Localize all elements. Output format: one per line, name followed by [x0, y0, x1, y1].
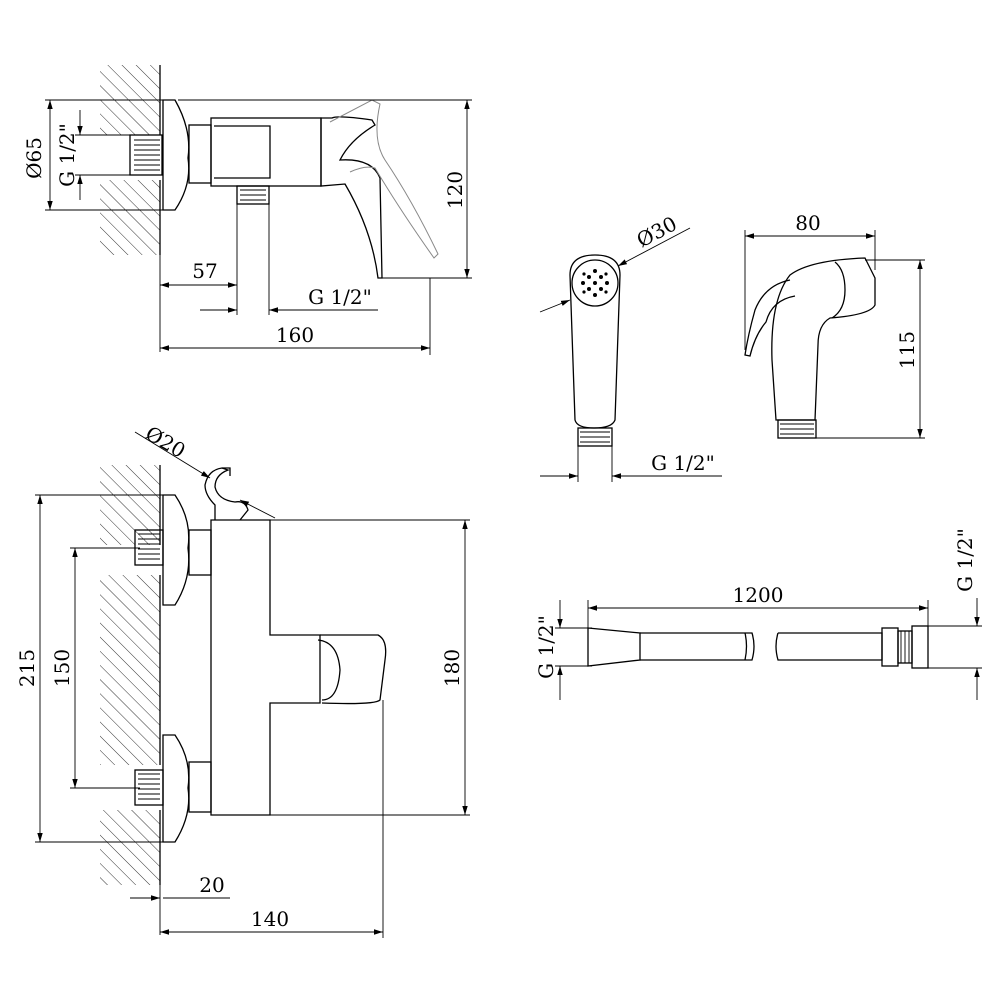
- shower-thread: [577, 427, 613, 447]
- hand-shower-side-view: 80 115: [744, 211, 925, 439]
- dim-hose-length-1200: 1200: [587, 583, 929, 628]
- outlet-thread: [236, 185, 270, 205]
- lever-open-position: [329, 99, 439, 259]
- label-hose-length: 1200: [733, 583, 784, 607]
- hose-left-segment: [640, 632, 755, 661]
- dim-wall-gap-20: 20: [130, 873, 230, 935]
- front-handle: [320, 634, 387, 705]
- label-shower-thread: G 1/2": [651, 451, 715, 475]
- label-diameter-20: Ø20: [141, 421, 189, 463]
- label-height-120: 120: [443, 171, 467, 209]
- dim-outlet-thread: G 1/2": [200, 186, 378, 315]
- side-thread: [777, 419, 817, 439]
- inlet-thread: [129, 134, 163, 176]
- dim-depth-160: 160: [160, 278, 431, 355]
- hose-view: 1200 G 1/2" G 1/2": [534, 528, 982, 700]
- shower-head-body: [569, 254, 621, 429]
- dim-hose-thread-left: G 1/2": [534, 600, 592, 700]
- label-diameter-30: Ø30: [633, 211, 681, 252]
- trigger: [744, 279, 796, 357]
- dim-offset-57: 57: [159, 186, 238, 352]
- dim-body-height-180: 180: [270, 519, 470, 816]
- dim-diameter-65: Ø65: [22, 99, 165, 211]
- label-total-height-215: 215: [15, 649, 39, 687]
- label-depth-160: 160: [276, 323, 314, 347]
- mixer-body: [210, 117, 322, 187]
- label-depth-140: 140: [251, 907, 289, 931]
- label-body-height-180: 180: [440, 649, 464, 687]
- dim-height-120: 120: [178, 99, 472, 279]
- dim-depth-140: 140: [160, 700, 384, 938]
- mixer-front-view: Ø20 215 150 180 20: [15, 421, 470, 938]
- shower-side-body: [771, 257, 876, 421]
- dim-hose-thread-right: G 1/2": [928, 528, 982, 700]
- label-height-115: 115: [895, 331, 919, 369]
- hose-cone-fitting: [587, 627, 641, 667]
- hose-right-segment: [775, 632, 883, 661]
- flange: [162, 99, 190, 211]
- label-outlet-thread: G 1/2": [308, 285, 372, 309]
- dim-height-115: 115: [816, 259, 925, 439]
- dim-inlet-spacing-150: 150: [50, 547, 140, 789]
- wall-hatch-middle: [100, 575, 160, 765]
- upper-inlet: [134, 494, 212, 606]
- dim-total-height-215: 215: [15, 494, 163, 843]
- nut: [188, 124, 212, 184]
- label-hose-thread-left: G 1/2": [534, 615, 558, 679]
- hand-shower-front-view: Ø30 G 1/2": [539, 211, 722, 482]
- label-inlet-spacing-150: 150: [50, 649, 74, 687]
- dim-width-80: 80: [744, 211, 876, 350]
- wall-hatch-upper: [100, 465, 160, 545]
- dim-shower-thread: G 1/2": [540, 446, 722, 482]
- shower-holder: [204, 467, 249, 521]
- hose-right-nut: [881, 627, 899, 667]
- label-hose-thread-right: G 1/2": [953, 528, 977, 592]
- wall-hatch-lower: [100, 810, 160, 885]
- wall-hatch-bottom: [100, 180, 160, 255]
- lever: [320, 116, 383, 279]
- label-width-80: 80: [795, 211, 820, 235]
- label-diameter-65: Ø65: [22, 137, 46, 179]
- label-inlet-thread: G 1/2": [55, 123, 79, 187]
- spray-face: [571, 259, 619, 307]
- spray-holes: [581, 269, 609, 297]
- label-offset-57: 57: [192, 259, 217, 283]
- dim-inlet-thread: G 1/2": [55, 110, 135, 200]
- label-wall-gap-20: 20: [199, 873, 224, 897]
- front-body: [210, 519, 321, 816]
- mixer-side-view: Ø65 G 1/2" 120 57 G 1/2": [22, 65, 472, 355]
